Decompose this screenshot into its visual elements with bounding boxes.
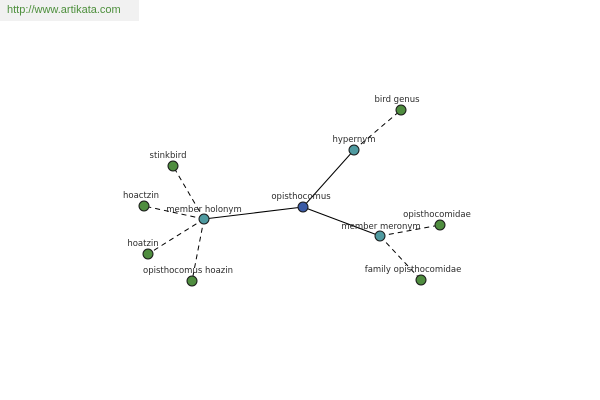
node-opisthocomidae[interactable] xyxy=(434,219,446,231)
edge-opisthocomus-to-member-meronym xyxy=(302,206,381,237)
node-label-bird-genus[interactable]: bird genus xyxy=(374,95,420,105)
node-label-opisthocomidae[interactable]: opisthocomidae xyxy=(403,210,471,220)
node-bird-genus[interactable] xyxy=(395,104,407,116)
node-label-opisthocomus[interactable]: opisthocomus xyxy=(271,192,331,202)
edge-member-meronym-to-opisthocomidae xyxy=(379,224,441,237)
node-label-member-meronym[interactable]: member meronym xyxy=(341,222,420,232)
node-label-hoatzin[interactable]: hoatzin xyxy=(127,239,158,249)
labels-layer: opisthocomus hypernym member holonym member… xyxy=(123,95,471,276)
node-family-opisthocomidae[interactable] xyxy=(415,274,427,286)
node-label-hypernym[interactable]: hypernym xyxy=(332,135,375,145)
edge-member-holonym-to-hoactzin xyxy=(143,205,205,220)
edge-opisthocomus-to-member-holonym xyxy=(203,206,304,220)
node-hoactzin[interactable] xyxy=(138,200,150,212)
node-label-family-opisthocomidae[interactable]: family opisthocomidae xyxy=(365,265,462,275)
node-stinkbird[interactable] xyxy=(167,160,179,172)
edge-member-holonym-to-stinkbird xyxy=(172,165,205,220)
edges-layer xyxy=(143,109,441,282)
node-label-hoactzin[interactable]: hoactzin xyxy=(123,191,159,201)
edge-opisthocomus-to-hypernym xyxy=(302,149,355,208)
nodes-layer xyxy=(138,104,446,287)
node-opisthocomus-hoazin[interactable] xyxy=(186,275,198,287)
url-banner: http://www.artikata.com xyxy=(0,0,139,21)
node-hypernym[interactable] xyxy=(348,144,360,156)
edge-hypernym-to-bird-genus xyxy=(353,109,402,151)
node-member-meronym[interactable] xyxy=(374,230,386,242)
url-text[interactable]: http://www.artikata.com xyxy=(7,4,121,16)
node-hoatzin[interactable] xyxy=(142,248,154,260)
node-member-holonym[interactable] xyxy=(198,213,210,225)
edge-member-holonym-to-hoatzin xyxy=(147,218,205,255)
edge-member-holonym-to-opisthocomus-hoazin xyxy=(191,218,205,282)
node-label-stinkbird[interactable]: stinkbird xyxy=(150,151,187,161)
node-opisthocomus[interactable] xyxy=(297,201,309,213)
edge-member-meronym-to-family-opisthocomidae xyxy=(379,235,422,281)
node-label-member-holonym[interactable]: member holonym xyxy=(166,205,241,215)
node-label-opisthocomus-hoazin[interactable]: opisthocomus hoazin xyxy=(143,266,233,276)
